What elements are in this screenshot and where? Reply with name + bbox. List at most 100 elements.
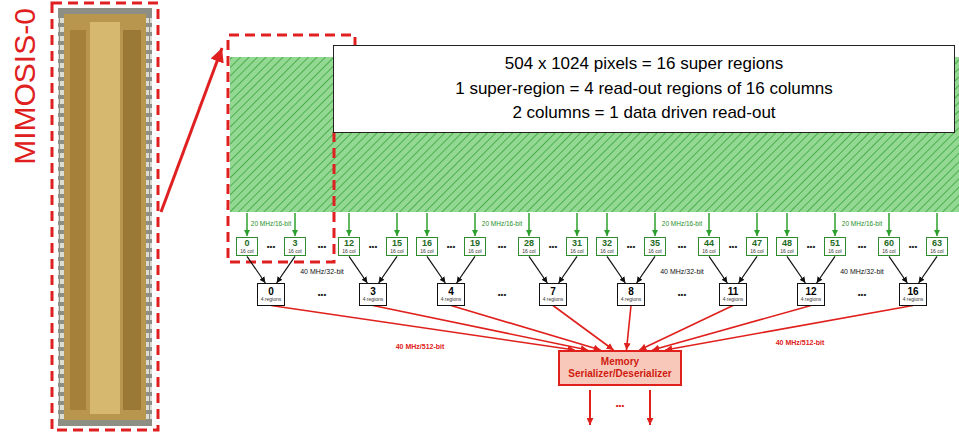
box-subtitle: 16 col bbox=[828, 249, 842, 255]
box-subtitle: 16 col bbox=[522, 249, 536, 255]
box-title: 0 bbox=[240, 239, 254, 249]
ellipsis: ••• bbox=[369, 243, 377, 252]
box-subtitle: 16 col bbox=[600, 249, 614, 255]
chip-core bbox=[64, 14, 146, 420]
link-rate: 40 MHz/32-bit bbox=[300, 268, 344, 276]
ellipsis: ••• bbox=[498, 243, 506, 252]
region-bus bbox=[607, 256, 625, 283]
link-rate: 40 MHz/512-bit bbox=[395, 343, 446, 351]
ellipsis: ••• bbox=[267, 243, 275, 252]
box-title: 0 bbox=[261, 286, 282, 297]
ellipsis: ••• bbox=[498, 291, 506, 300]
box-subtitle: 1 super-region = 4 read-out regions of 1… bbox=[344, 77, 944, 102]
column-readout-box: 4416 col bbox=[698, 237, 720, 256]
chip-name: MIMOSIS-0 bbox=[8, 8, 41, 165]
ellipsis: ••• bbox=[447, 243, 455, 252]
readout-arrow bbox=[426, 213, 428, 236]
box-title: 44 bbox=[702, 239, 716, 249]
box-subtitle: 4 regions bbox=[441, 297, 462, 303]
box-subtitle: 4 regions bbox=[801, 297, 822, 303]
column-readout-box: 6016 col bbox=[878, 237, 900, 256]
readout-arrow bbox=[936, 213, 938, 236]
column-readout-box: 2816 col bbox=[518, 237, 540, 256]
region-readout-box: 114 regions bbox=[719, 283, 748, 306]
box-subtitle: 4 regions bbox=[621, 297, 642, 303]
box-subtitle: 2 columns = 1 data driven read-out bbox=[344, 101, 944, 126]
box-title: 28 bbox=[522, 239, 536, 249]
readout-arrow bbox=[396, 213, 398, 236]
column-readout-box: 3116 col bbox=[566, 237, 588, 256]
link-rate: 20 MHz/16-bit bbox=[662, 220, 702, 227]
region-bus bbox=[349, 256, 367, 283]
column-readout-box: 4816 col bbox=[776, 237, 798, 256]
link-rate: 40 MHz/32-bit bbox=[660, 268, 704, 276]
readout-arrow bbox=[834, 213, 836, 236]
box-subtitle: 16 col bbox=[570, 249, 584, 255]
link-rate: 20 MHz/16-bit bbox=[842, 220, 882, 227]
region-readout-box: 04 regions bbox=[257, 283, 286, 306]
region-bus bbox=[529, 256, 547, 283]
memory-bus bbox=[271, 306, 575, 351]
box-subtitle: 4 regions bbox=[363, 297, 384, 303]
region-bus bbox=[889, 256, 907, 283]
readout-arrow bbox=[708, 213, 710, 236]
zoom-arrow bbox=[161, 48, 222, 212]
chip-outline bbox=[52, 3, 158, 430]
ellipsis: ••• bbox=[858, 243, 866, 252]
box-title: 19 bbox=[468, 239, 482, 249]
box-title: 31 bbox=[570, 239, 584, 249]
readout-arrow bbox=[606, 213, 608, 236]
box-title: 504 x 1024 pixels = 16 super regions bbox=[344, 52, 944, 77]
column-readout-arrows bbox=[247, 213, 937, 236]
box-title: 16 bbox=[420, 239, 434, 249]
box-subtitle: 16 col bbox=[930, 249, 944, 255]
readout-arrow bbox=[654, 213, 656, 236]
box-subtitle: 16 col bbox=[420, 249, 434, 255]
region-bus bbox=[787, 256, 805, 283]
region-bus bbox=[277, 256, 295, 283]
memory-bus bbox=[553, 306, 614, 351]
region-readout-box: 34 regions bbox=[359, 283, 388, 306]
box-subtitle: 16 col bbox=[702, 249, 716, 255]
link-rate: 20 MHz/16-bit bbox=[482, 220, 522, 227]
readout-arrow bbox=[528, 213, 530, 236]
chip-periphery bbox=[70, 30, 86, 410]
link-rate: 40 MHz/512-bit bbox=[775, 339, 826, 347]
box-title: 51 bbox=[828, 239, 842, 249]
box-title: 60 bbox=[882, 239, 896, 249]
box-subtitle: 16 col bbox=[240, 249, 254, 255]
region-bus bbox=[379, 256, 397, 283]
box-subtitle: 16 col bbox=[288, 249, 302, 255]
column-readout-box: 1216 col bbox=[338, 237, 360, 256]
box-subtitle: 16 col bbox=[390, 249, 404, 255]
pixel-matrix bbox=[90, 22, 120, 414]
chip-periphery bbox=[123, 30, 141, 410]
column-readout-box: 1616 col bbox=[416, 237, 438, 256]
readout-arrow bbox=[756, 213, 758, 236]
box-title: 32 bbox=[600, 239, 614, 249]
ellipsis: ••• bbox=[807, 243, 815, 252]
output-arrow bbox=[649, 390, 651, 425]
memory-box: Memory Serializer/Deserializer bbox=[558, 350, 681, 386]
ellipsis: ••• bbox=[909, 243, 917, 252]
ellipsis: ••• bbox=[678, 243, 686, 252]
column-readout-box: 6316 col bbox=[926, 237, 948, 256]
column-readout-box: 4716 col bbox=[746, 237, 768, 256]
readout-arrow bbox=[348, 213, 350, 236]
box-subtitle: 16 col bbox=[780, 249, 794, 255]
region-bus bbox=[637, 256, 655, 283]
output-arrow bbox=[589, 390, 591, 425]
region-bus bbox=[457, 256, 475, 283]
chip-die bbox=[58, 8, 152, 426]
ellipsis: ••• bbox=[549, 243, 557, 252]
box-subtitle: 4 regions bbox=[261, 297, 282, 303]
info-box: 504 x 1024 pixels = 16 super regions1 su… bbox=[333, 45, 955, 133]
box-title: 7 bbox=[543, 286, 564, 297]
box-title: 3 bbox=[363, 286, 384, 297]
box-title: 63 bbox=[930, 239, 944, 249]
box-subtitle: 4 regions bbox=[903, 297, 924, 303]
column-readout-box: 1916 col bbox=[464, 237, 486, 256]
box-title: 12 bbox=[801, 286, 822, 297]
column-readout-box: 316 col bbox=[284, 237, 306, 256]
readout-arrow bbox=[576, 213, 578, 236]
